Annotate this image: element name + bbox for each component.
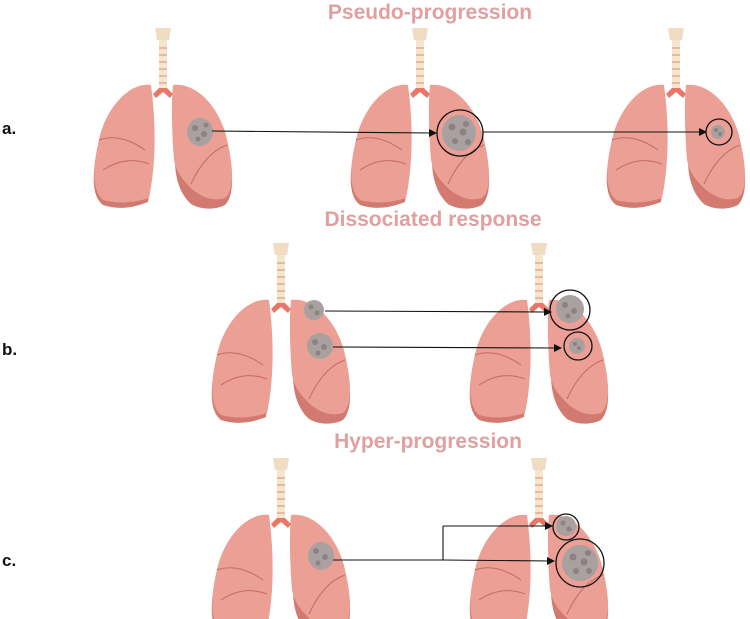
highlight-circle: [555, 538, 605, 588]
tumor-icon: [562, 545, 598, 581]
row-label-b: b.: [2, 340, 17, 359]
tumor-icon: [187, 118, 213, 146]
highlight-circle: [549, 289, 591, 331]
section-title-b: Dissociated response: [324, 208, 541, 231]
lungs-icon: [93, 27, 233, 210]
lungs-icon: [211, 457, 351, 619]
highlight-circle: [552, 513, 580, 541]
section-title-a: Pseudo-progression: [328, 1, 532, 24]
arrow: [442, 557, 555, 565]
arrow: [483, 128, 707, 136]
highlight-circle: [563, 331, 593, 361]
arrow: [333, 522, 553, 561]
tumor-icon: [442, 115, 476, 151]
row-label-c: c.: [2, 551, 16, 570]
section-title-c: Hyper-progression: [334, 430, 522, 453]
tumor-icon: [556, 295, 584, 323]
arrow: [211, 129, 437, 137]
tumor-icon: [711, 125, 725, 139]
lungs-icon: [469, 457, 609, 619]
tumor-icon: [556, 516, 576, 536]
row-label-a: a.: [2, 119, 16, 138]
tumor-icon: [304, 300, 324, 320]
arrow: [332, 344, 562, 352]
lungs-icon: [211, 242, 351, 425]
tumor-icon: [307, 333, 333, 359]
tumor-icon: [308, 542, 334, 570]
arrow: [324, 308, 552, 316]
lungs-icon: [606, 27, 746, 210]
tumor-icon: [569, 338, 585, 354]
lungs-icon: [469, 242, 609, 425]
